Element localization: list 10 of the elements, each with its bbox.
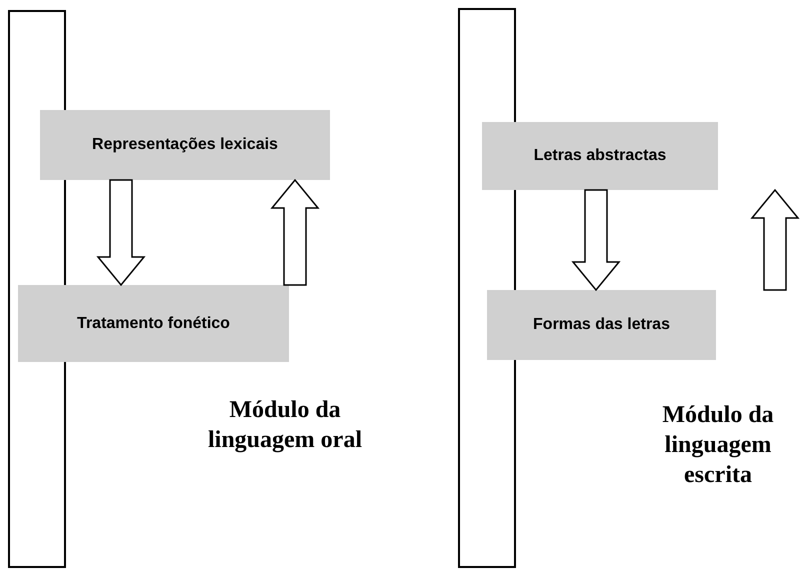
module-box: Formas das letras	[487, 290, 716, 360]
hollow-arrow	[96, 179, 146, 286]
module-title: Módulo da linguagem escrita	[661, 401, 775, 490]
hollow-arrow	[571, 189, 621, 292]
hollow-arrow	[750, 188, 800, 291]
module-title: Módulo da linguagem oral	[207, 396, 363, 455]
module-box: Representações lexicais	[40, 110, 330, 180]
module-box: Letras abstractas	[482, 122, 718, 190]
module-box: Tratamento fonético	[18, 285, 289, 362]
hollow-arrow	[270, 178, 320, 286]
